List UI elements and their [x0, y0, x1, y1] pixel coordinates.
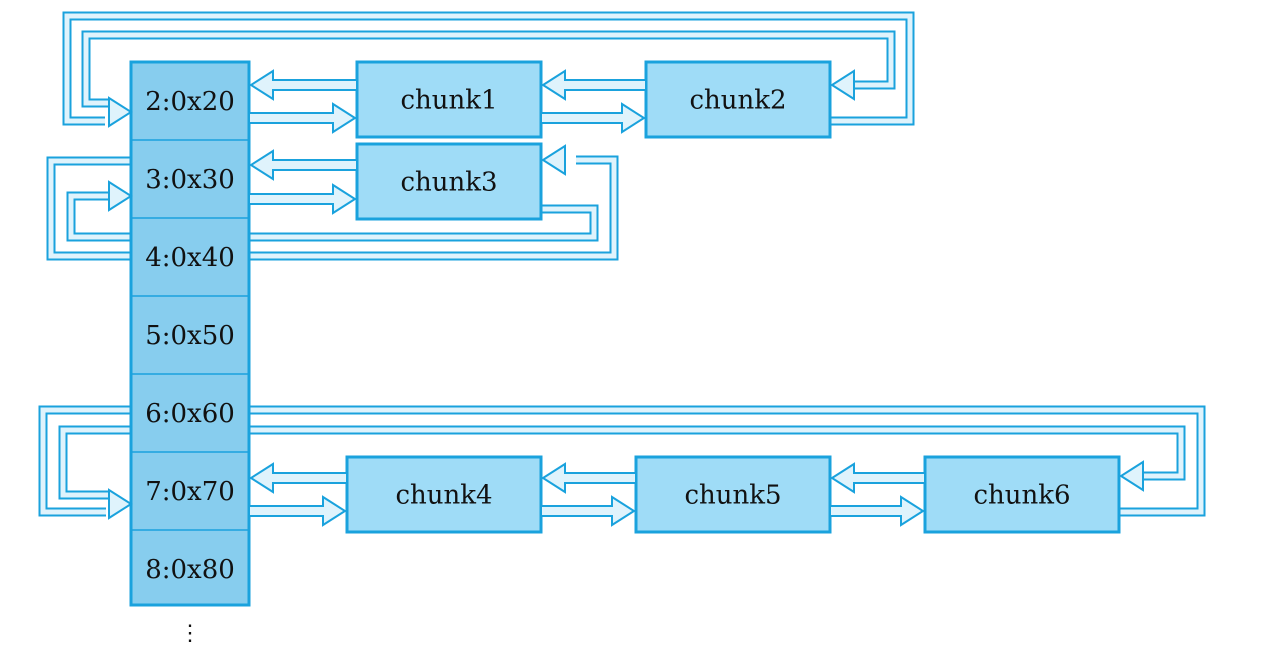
wrap-arrowhead-into-bin3: [108, 180, 133, 212]
bin-6-label: 6:0x60: [145, 399, 235, 429]
bin-array-frame: [129, 60, 251, 607]
chunk6-label: chunk6: [973, 481, 1070, 511]
arrow-bin2-to-chunk1: [248, 102, 357, 134]
bin-3-label: 3:0x30: [145, 165, 235, 195]
arrow-chunk3-to-bin3: [249, 149, 358, 181]
bin-5-label: 5:0x50: [145, 321, 235, 351]
arrow-chunk5-to-chunk6: [829, 495, 925, 527]
arrow-chunk5-to-chunk4: [541, 462, 637, 494]
chunk6-rect: [923, 455, 1121, 534]
wrap-arrowhead-into-bin7: [108, 488, 133, 520]
wrap-arrowhead-into-chunk2: [830, 69, 855, 101]
chunk4-label: chunk4: [395, 481, 492, 511]
wrap-link-row1-inner: [83, 32, 894, 106]
chunks: chunk1 chunk2 chunk3 chunk4 chunk5 chunk6: [345, 60, 1121, 534]
wrap-arrowhead-into-chunk3: [541, 144, 566, 176]
wrap-link-row2-outer: [48, 157, 617, 259]
arrow-chunk4-to-bin7: [249, 462, 348, 494]
arrow-chunk6-to-chunk5: [830, 462, 926, 494]
wrap-link-row2-inner: [68, 193, 597, 240]
wrap-links: [38, 11, 1206, 517]
chunk5-label: chunk5: [684, 481, 781, 511]
bin-8-label: 8:0x80: [145, 555, 235, 585]
chunk4-rect: [345, 455, 543, 534]
wrap-arrowheads: [108, 69, 1144, 520]
chunk5-box: chunk5: [634, 455, 832, 534]
arrow-chunk1-to-bin2: [249, 69, 358, 101]
chunk3-box: chunk3: [355, 142, 543, 221]
wrap-link-row3-inner: [60, 427, 1184, 498]
arrow-bin7-to-chunk4: [248, 495, 347, 527]
chunk5-rect: [634, 455, 832, 534]
link-arrows: [248, 69, 926, 527]
chunk2-rect: [644, 60, 832, 139]
chunk2-label: chunk2: [689, 86, 786, 116]
chunk1-box: chunk1: [355, 60, 543, 139]
chunk3-rect: [355, 142, 543, 221]
wrap-link-row3-outer: [40, 407, 1204, 515]
arrow-chunk1-to-chunk2: [540, 102, 646, 134]
chunk2-box: chunk2: [644, 60, 832, 139]
continuation-dots: ⋮: [179, 621, 201, 646]
chunk1-label: chunk1: [400, 86, 497, 116]
arrow-chunk2-to-chunk1: [541, 69, 647, 101]
chunk3-label: chunk3: [400, 168, 497, 198]
chunk1-rect: [355, 60, 543, 139]
bin-4-label: 4:0x40: [145, 243, 235, 273]
wrap-arrowhead-into-bin2: [108, 96, 133, 128]
bin-array: 2:0x20 3:0x30 4:0x40 5:0x50 6:0x60 7:0x70 8:0x…: [129, 60, 251, 607]
arrow-chunk4-to-chunk5: [540, 495, 636, 527]
chunk6-box: chunk6: [923, 455, 1121, 534]
bin-7-label: 7:0x70: [145, 477, 235, 507]
wrap-link-row1-outer: [64, 13, 913, 124]
wrap-arrowhead-into-chunk6: [1119, 460, 1144, 492]
bin-2-label: 2:0x20: [145, 87, 235, 117]
chunk4-box: chunk4: [345, 455, 543, 534]
arrow-bin3-to-chunk3: [248, 183, 357, 215]
